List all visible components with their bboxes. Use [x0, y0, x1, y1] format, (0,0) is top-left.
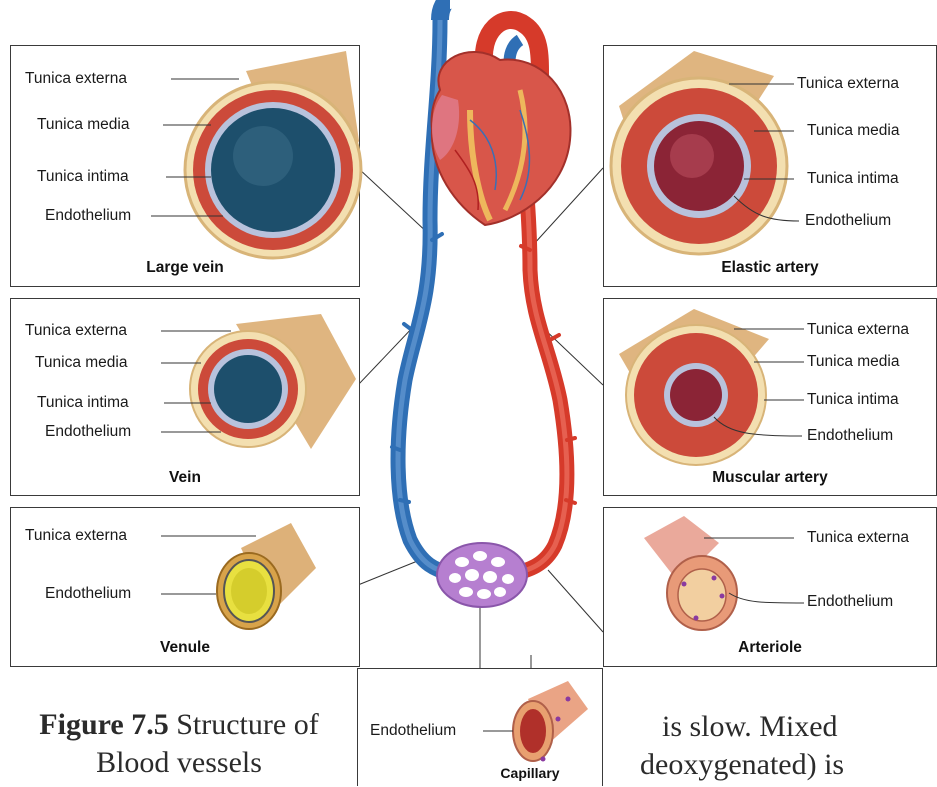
figure-number: Figure 7.5 — [39, 708, 168, 741]
label-endothelium: Endothelium — [807, 427, 893, 445]
figure-caption: Figure 7.5 Structure of Blood vessels — [14, 706, 344, 782]
heart-icon — [432, 52, 571, 225]
panel-title: Capillary — [458, 765, 602, 781]
label-endothelium: Endothelium — [45, 423, 131, 441]
label-tunica-externa: Tunica externa — [807, 321, 909, 339]
panel-title: Elastic artery — [604, 259, 936, 277]
caption-line-1: Structure of — [176, 708, 318, 741]
label-tunica-intima: Tunica intima — [37, 394, 129, 412]
label-endothelium: Endothelium — [45, 207, 131, 225]
label-tunica-media: Tunica media — [807, 122, 899, 140]
panel-title: Large vein — [11, 259, 359, 277]
body-text-line-2: deoxygenated) is — [640, 746, 937, 784]
label-endothelium: Endothelium — [370, 722, 456, 740]
panel-title: Muscular artery — [604, 469, 936, 487]
label-endothelium: Endothelium — [805, 212, 891, 230]
label-tunica-externa: Tunica externa — [797, 75, 899, 93]
panel-venule: Tunica externa Endothelium Venule — [10, 507, 360, 667]
panel-elastic-artery: Tunica externa Tunica media Tunica intim… — [603, 45, 937, 287]
label-endothelium: Endothelium — [807, 593, 893, 611]
label-tunica-externa: Tunica externa — [25, 527, 127, 545]
label-tunica-externa: Tunica externa — [25, 322, 127, 340]
body-text-line-1: is slow. Mixed — [640, 708, 937, 746]
panel-arteriole: Tunica externa Endothelium Arteriole — [603, 507, 937, 667]
panel-title: Arteriole — [604, 639, 936, 657]
label-tunica-intima: Tunica intima — [807, 170, 899, 188]
panel-title: Vein — [11, 469, 359, 487]
panel-capillary: Endothelium Capillary — [357, 668, 603, 786]
panel-title: Venule — [11, 639, 359, 657]
label-tunica-media: Tunica media — [807, 353, 899, 371]
label-endothelium: Endothelium — [45, 585, 131, 603]
label-tunica-intima: Tunica intima — [37, 168, 129, 186]
label-tunica-intima: Tunica intima — [807, 391, 899, 409]
panel-large-vein: Tunica externa Tunica media Tunica intim… — [10, 45, 360, 287]
label-tunica-externa: Tunica externa — [807, 529, 909, 547]
label-tunica-media: Tunica media — [35, 354, 127, 372]
panel-muscular-artery: Tunica externa Tunica media Tunica intim… — [603, 298, 937, 496]
capillary-bed — [437, 543, 527, 607]
panel-vein: Tunica externa Tunica media Tunica intim… — [10, 298, 360, 496]
label-tunica-media: Tunica media — [37, 116, 129, 134]
body-text: is slow. Mixed deoxygenated) is — [640, 708, 937, 784]
caption-line-2: Blood vessels — [14, 744, 344, 782]
label-tunica-externa: Tunica externa — [25, 70, 127, 88]
